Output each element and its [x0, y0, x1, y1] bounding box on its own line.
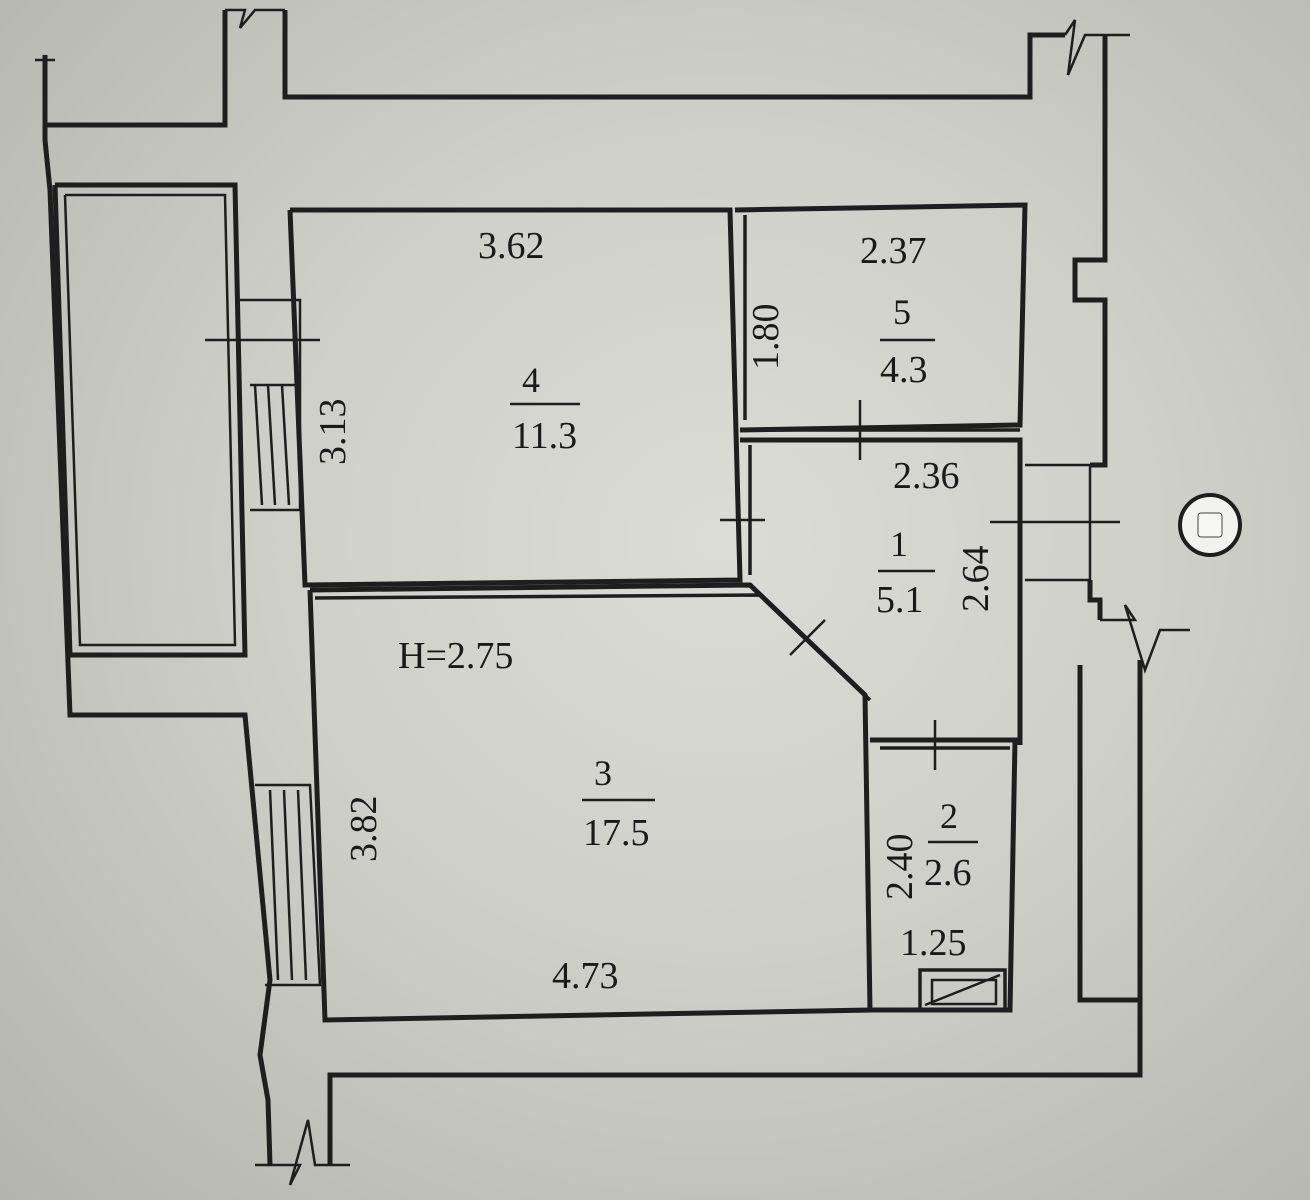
room-3-labels: H=2.75 3 17.5 3.82 4.73 [343, 635, 655, 997]
room-1-width: 2.36 [893, 455, 960, 497]
room-5-area: 4.3 [880, 349, 928, 391]
room-1-depth: 2.64 [955, 546, 997, 613]
room-4-width: 3.62 [478, 225, 545, 267]
room-4-labels: 3.62 3.13 4 11.3 [312, 225, 580, 465]
outer-walls [35, 8, 1190, 1186]
room-1-labels: 2.36 2.64 1 5.1 [876, 455, 997, 621]
interior-walls [287, 202, 1120, 1023]
room-3-depth: 3.82 [343, 796, 385, 863]
room-1-area: 5.1 [876, 579, 924, 621]
ceiling-height: H=2.75 [398, 635, 513, 677]
room-1-number: 1 [890, 524, 908, 564]
room-3-area: 17.5 [583, 812, 650, 854]
balcony [52, 182, 248, 658]
room-5-width: 2.37 [860, 230, 927, 272]
left-window-lower [255, 783, 322, 987]
room-3-width: 4.73 [552, 955, 619, 997]
room-2-area: 2.6 [924, 852, 972, 894]
room-4-number: 4 [522, 360, 540, 400]
room-2-number: 2 [940, 796, 958, 836]
room-5-number: 5 [893, 292, 911, 332]
room-2-width: 1.25 [900, 922, 967, 964]
room-3-number: 3 [594, 753, 612, 793]
room-4-area: 11.3 [512, 415, 577, 457]
room-5-labels: 2.37 1.80 5 4.3 [745, 230, 935, 391]
room-5-depth: 1.80 [745, 304, 787, 371]
compass-icon [1178, 493, 1242, 557]
room-2-labels: 2.40 2 2.6 1.25 [879, 796, 978, 964]
room-4-depth: 3.13 [312, 399, 354, 466]
room-2-depth: 2.40 [879, 834, 921, 901]
